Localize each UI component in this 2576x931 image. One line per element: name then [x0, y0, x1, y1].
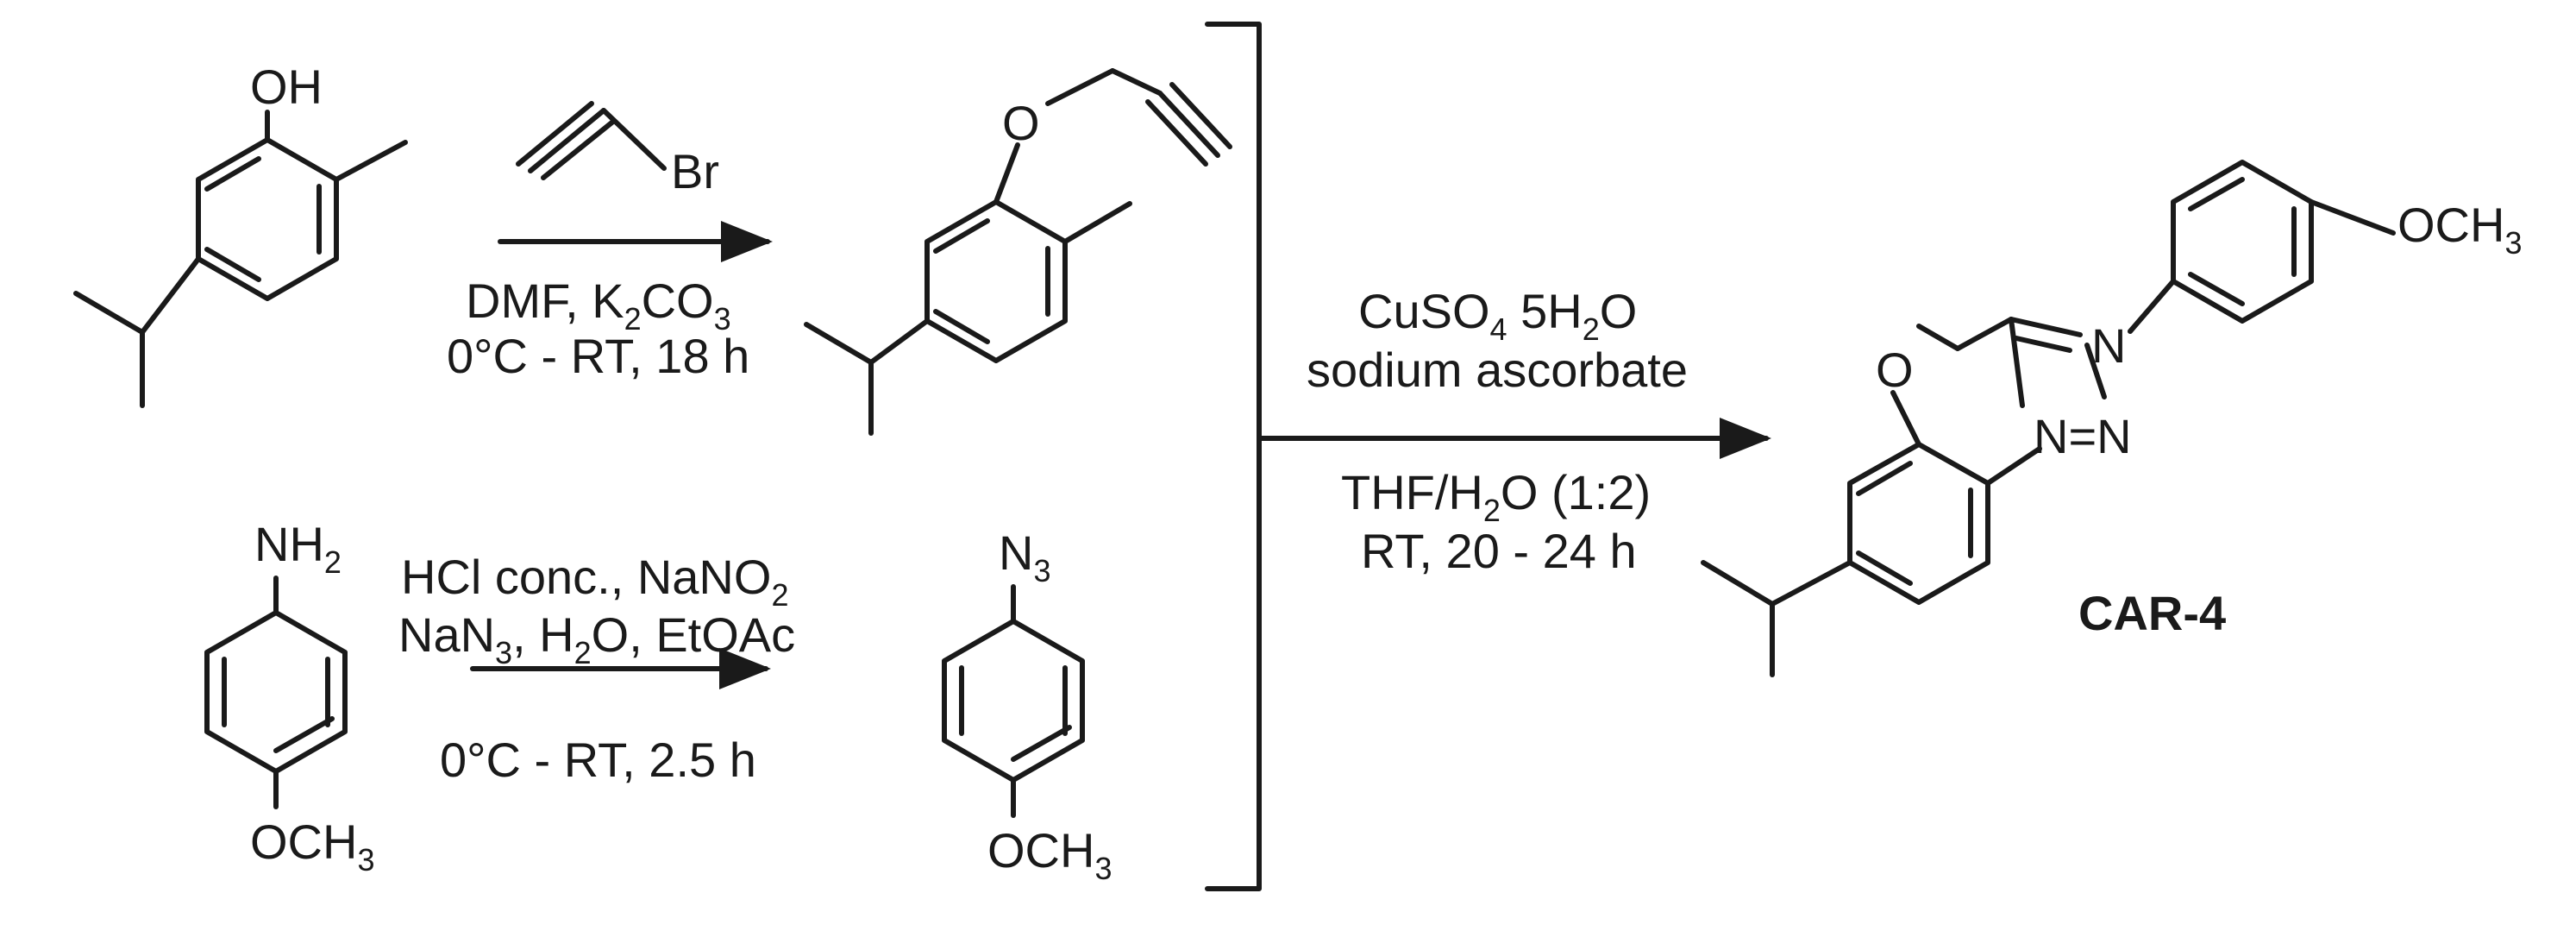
ether-oxygen-label: O [1002, 96, 1040, 150]
step3-conditions-line1: CuSO4 5H2O [1358, 284, 1637, 347]
step3-conditions-line2: sodium ascorbate [1307, 343, 1688, 397]
carvacrol-structure: OH [73, 60, 408, 408]
step1-conditions-line2: 0°C - RT, 18 h [447, 329, 749, 383]
step2-conditions-line1: HCl conc., NaNO2 [401, 550, 788, 613]
propargyl-ether-structure: O [804, 68, 1232, 436]
triazole-n2-n3-label: N=N [2034, 409, 2132, 463]
hydroxyl-label: OH [250, 60, 323, 114]
reactant-bracket [1205, 22, 1262, 891]
step3-conditions-line4: RT, 20 - 24 h [1361, 524, 1637, 578]
amine-label: NH2 [254, 517, 342, 580]
propargyl-bromide-structure: Br [516, 101, 719, 198]
anisidine-structure: NH2 OCH3 [204, 517, 374, 878]
product-methoxy-label: OCH3 [2397, 198, 2522, 261]
product-name-label: CAR-4 [2078, 586, 2226, 640]
step1-conditions-line1: DMF, K2CO3 [466, 274, 731, 337]
bromine-label: Br [671, 144, 719, 198]
anisidine-methoxy-label: OCH3 [250, 815, 374, 878]
azide-methoxy-label: OCH3 [987, 823, 1112, 886]
product-oxygen-label: O [1876, 343, 1914, 397]
product-structure: O N N=N OCH3 [1701, 160, 2522, 677]
step2-conditions-line3: 0°C - RT, 2.5 h [440, 733, 756, 787]
aryl-azide-structure: N3 OCH3 [942, 525, 1112, 886]
azide-label: N3 [999, 525, 1050, 588]
step3-conditions-line3: THF/H2O (1:2) [1341, 465, 1651, 528]
step2-conditions-line2: NaN3, H2O, EtOAc [398, 607, 795, 670]
triazole-n1-label: N [2091, 318, 2126, 373]
